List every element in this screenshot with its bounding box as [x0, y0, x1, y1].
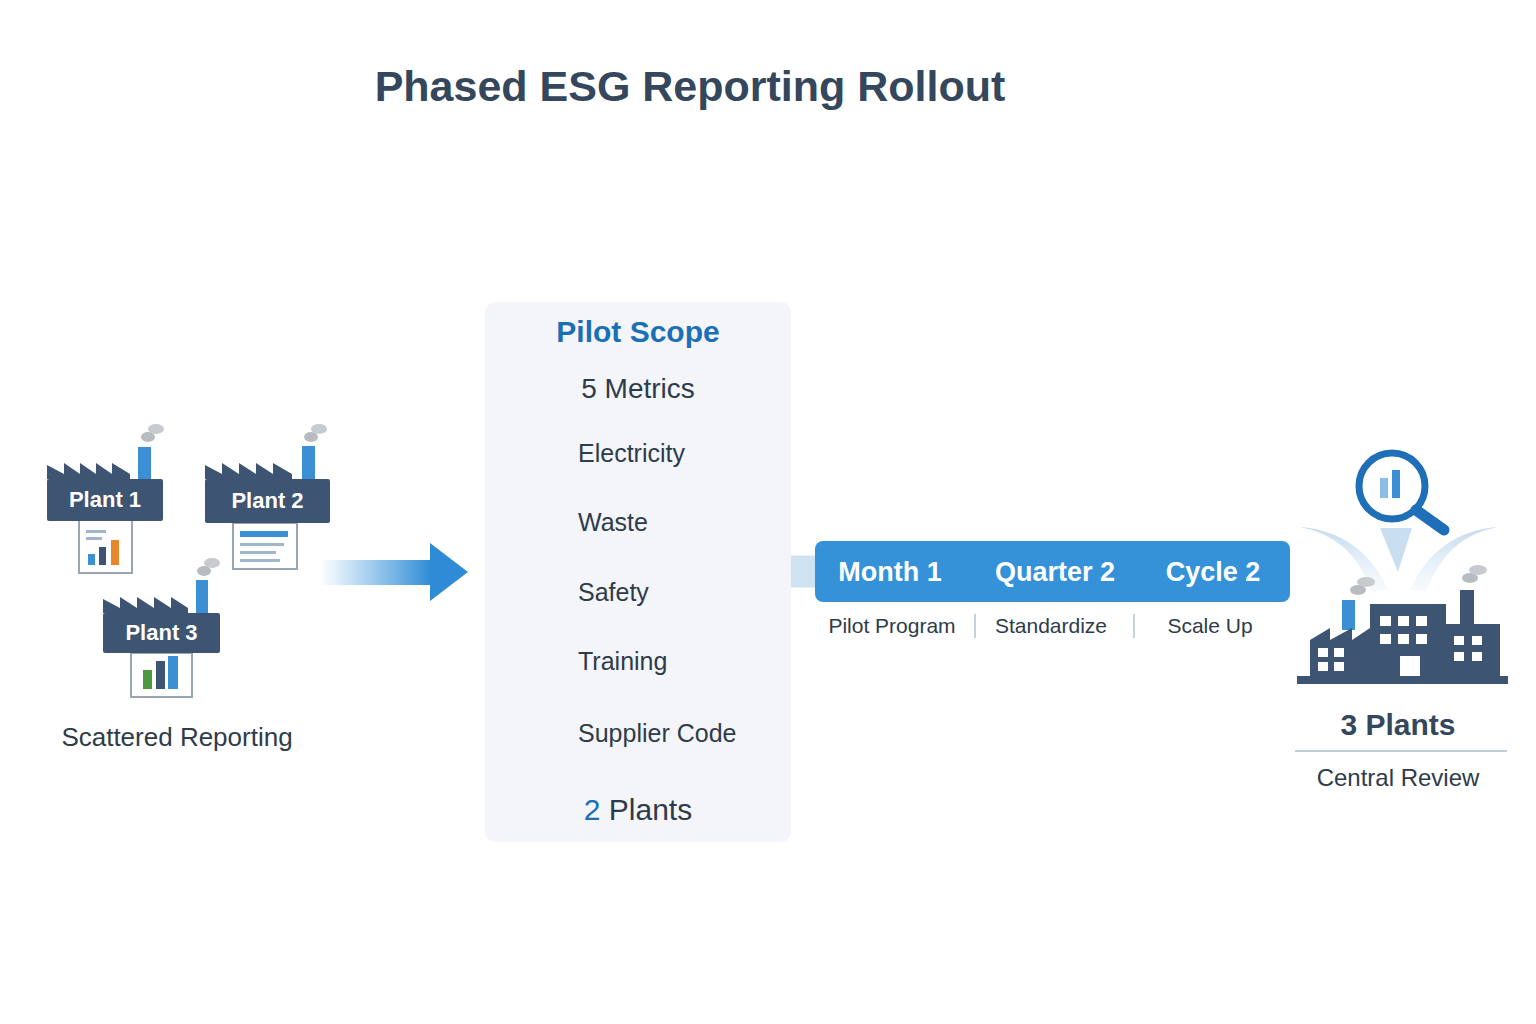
factory-roof	[47, 463, 130, 479]
magnifier-handle	[1416, 510, 1444, 530]
metric-name: Electricity	[578, 436, 788, 470]
factory-icon	[47, 424, 164, 573]
bar	[99, 547, 106, 565]
doc-line	[240, 559, 280, 562]
window	[1318, 662, 1328, 671]
report-document	[79, 519, 132, 573]
arrow-shaft	[320, 560, 432, 585]
review-beam	[1380, 528, 1412, 572]
doc-line	[86, 530, 106, 533]
window	[1472, 652, 1482, 661]
door	[1400, 656, 1420, 676]
timeline-band: Month 1Quarter 2Cycle 2	[815, 541, 1290, 602]
separator	[1133, 614, 1135, 638]
plant-name: Plant 3	[103, 619, 220, 647]
metric-name: Supplier Code	[578, 716, 788, 750]
window	[1380, 616, 1391, 626]
windows	[1318, 616, 1482, 676]
plant-label-box: Plant 3	[103, 613, 220, 653]
metric-name: Waste	[578, 505, 788, 539]
divider-line	[1295, 750, 1507, 752]
plant-label-box: Plant 2	[205, 479, 330, 523]
bar	[143, 670, 152, 689]
plant-name: Plant 2	[205, 487, 330, 515]
doc-line	[86, 537, 102, 540]
window	[1334, 648, 1344, 657]
doc-line	[240, 543, 284, 546]
smoke	[148, 424, 164, 434]
arrow-head	[430, 543, 468, 601]
window	[1416, 616, 1427, 626]
separator	[974, 614, 976, 638]
phase-caption: Standardize	[901, 606, 1201, 646]
smoke	[204, 558, 220, 568]
window	[1334, 662, 1344, 671]
smoke	[311, 424, 327, 434]
connector-bar	[791, 556, 815, 588]
chimney	[196, 580, 208, 613]
group-caption: Scattered Reporting	[27, 717, 327, 757]
plant-label-box: Plant 1	[47, 479, 163, 521]
plant-count: 3 Plants	[1248, 705, 1536, 745]
review-caption: Central Review	[1248, 758, 1536, 798]
phase-name: Cycle 2	[1133, 554, 1293, 590]
diagram-title: Phased ESG Reporting Rollout	[290, 62, 1090, 111]
plant-count: 2 Plants	[485, 792, 791, 828]
doc-line	[240, 531, 288, 537]
factory-roof	[103, 597, 188, 613]
window	[1318, 648, 1328, 657]
bar	[111, 540, 119, 565]
bar	[1380, 478, 1388, 498]
phase-caption: Scale Up	[1060, 606, 1360, 646]
window	[1472, 636, 1482, 645]
review-fan	[1300, 527, 1388, 592]
smoke	[1469, 565, 1487, 575]
metric-name: Safety	[578, 575, 788, 609]
bar	[1392, 470, 1400, 498]
chimney	[302, 446, 315, 479]
factory-base	[1297, 676, 1508, 684]
plant-name: Plant 1	[47, 486, 163, 514]
chimney	[1342, 600, 1355, 630]
phase-name: Month 1	[810, 554, 970, 590]
factory-roof	[205, 463, 292, 479]
review-fan	[1410, 527, 1498, 592]
window	[1398, 616, 1409, 626]
report-document	[233, 523, 297, 569]
metric-name: Training	[578, 644, 788, 678]
bar	[88, 554, 95, 565]
panel-heading: Pilot Scope	[485, 312, 791, 352]
window	[1380, 634, 1391, 644]
window	[1398, 634, 1409, 644]
factory-icon	[103, 558, 220, 697]
report-document	[131, 653, 192, 697]
window	[1454, 636, 1464, 645]
metric-count: 5 Metrics	[485, 371, 791, 407]
pilot-scope-panel: Pilot Scope 5 MetricsElectricityWasteSafe…	[485, 302, 791, 842]
factory-body	[1310, 590, 1500, 676]
central-factory	[1295, 453, 1508, 751]
smoke	[1357, 577, 1375, 587]
doc-line	[240, 551, 276, 554]
chimney	[138, 447, 151, 479]
flow-arrow	[320, 543, 468, 601]
bar	[168, 656, 178, 689]
window	[1416, 634, 1427, 644]
phase-name: Quarter 2	[975, 554, 1135, 590]
window	[1454, 652, 1464, 661]
bar	[156, 661, 165, 689]
